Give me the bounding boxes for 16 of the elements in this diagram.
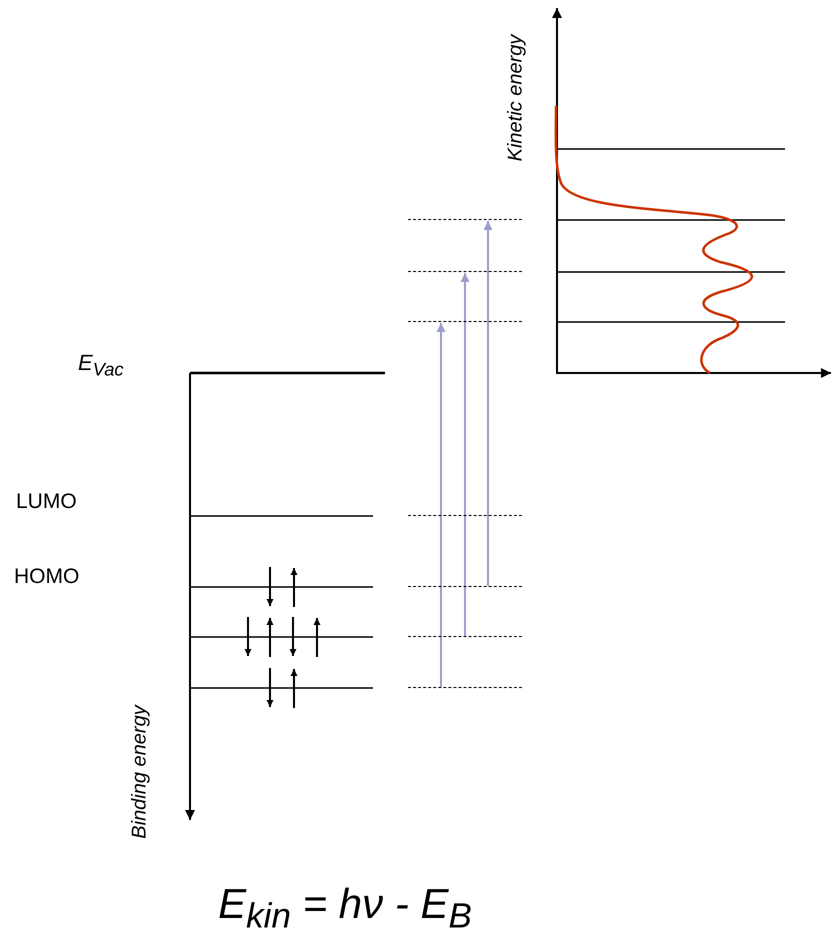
dashed-level-line xyxy=(408,271,522,272)
equation: E$_{kin}$ = hν - E$_{B}$ xyxy=(218,882,472,930)
dashed-level-line xyxy=(408,636,522,637)
dashed-level-line xyxy=(408,321,522,322)
dashed-level-line xyxy=(408,586,522,587)
level-label: E$_{Vac}$ xyxy=(78,352,124,379)
dashed-level-line xyxy=(408,515,522,516)
excitation-arrow xyxy=(460,273,470,636)
dashed-level-line xyxy=(408,687,522,688)
level-label: HOMO xyxy=(14,566,80,587)
excitation-arrow xyxy=(436,323,446,687)
level-label: LUMO xyxy=(16,491,77,512)
axis-label: Kinetic energy xyxy=(505,34,525,162)
excitation-arrow xyxy=(484,221,492,586)
dashed-level-line xyxy=(408,219,522,220)
axis-label: Binding energy xyxy=(130,705,150,839)
